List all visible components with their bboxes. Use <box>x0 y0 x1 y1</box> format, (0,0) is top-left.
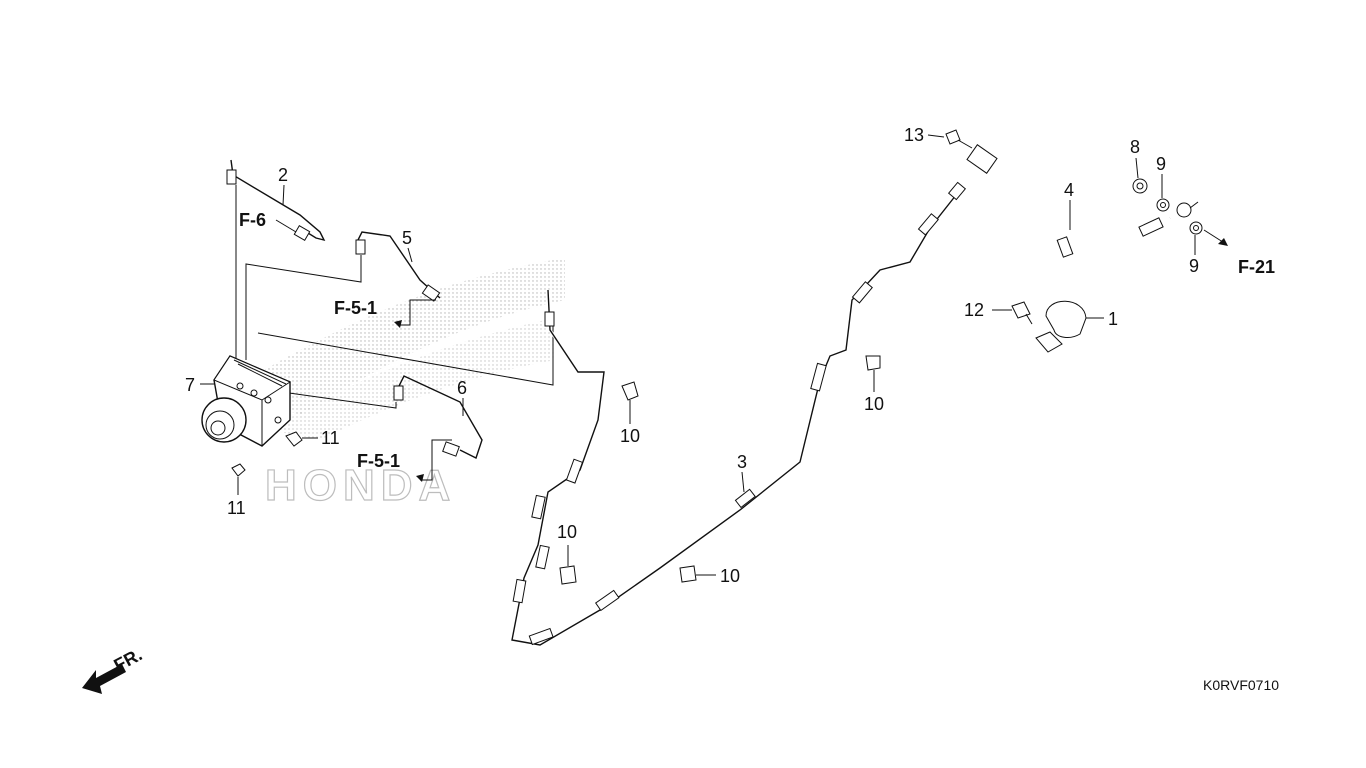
honda-watermark-text: HONDA <box>265 461 456 510</box>
honda-watermark: HONDA <box>230 258 565 511</box>
bolt-13 <box>927 129 973 149</box>
brake-pipe-3 <box>510 181 967 647</box>
part-label-12: 12 <box>964 300 984 320</box>
part-label-1: 1 <box>1108 309 1118 329</box>
part-label-10-b: 10 <box>864 394 884 414</box>
f51-b-leader <box>416 439 452 482</box>
brake-pipe-5 <box>245 231 441 360</box>
part-label-3: 3 <box>737 452 747 472</box>
part-label-8: 8 <box>1130 137 1140 157</box>
part-label-11-a: 11 <box>321 428 340 448</box>
bolt-12 <box>992 301 1033 325</box>
bolt-8 <box>1132 157 1148 194</box>
bolt-11-a <box>285 431 318 447</box>
front-direction-arrow: FR. <box>82 644 145 694</box>
banjo-fitting <box>1176 201 1199 218</box>
ref-label-f51-a: F-5-1 <box>334 298 377 318</box>
ref-label-f21: F-21 <box>1238 257 1275 277</box>
clip-10-c <box>559 545 577 585</box>
part-label-10-a: 10 <box>620 426 640 446</box>
brake-hose-4 <box>966 144 1171 258</box>
abs-modulator-unit <box>201 355 292 447</box>
washer-9-a <box>1156 174 1170 212</box>
part-label-2: 2 <box>278 165 288 185</box>
part-label-5: 5 <box>402 228 412 248</box>
f51-a-leader <box>394 299 436 328</box>
ref-label-f6: F-6 <box>239 210 266 230</box>
part-label-9-a: 9 <box>1156 154 1166 174</box>
part-label-6: 6 <box>457 378 467 398</box>
f6-leader <box>275 219 297 233</box>
part-label-4: 4 <box>1064 180 1074 200</box>
brake-pipe-6 <box>281 375 483 459</box>
part-label-9-b: 9 <box>1189 256 1199 276</box>
part-label-13: 13 <box>904 125 924 145</box>
bolt-11-b <box>231 463 246 495</box>
clamp-1 <box>1035 300 1104 353</box>
part-label-10-c: 10 <box>557 522 577 542</box>
clip-10-a <box>621 381 639 424</box>
clip-10-d <box>679 565 716 583</box>
diagram-code: K0RVF0710 <box>1203 677 1279 693</box>
brake-pipe-2 <box>226 159 326 360</box>
abs-leader-line <box>257 326 554 386</box>
ref-label-f51-b: F-5-1 <box>357 451 400 471</box>
washer-9-b <box>1189 221 1203 255</box>
clip-10-b <box>865 355 881 392</box>
part-label-7: 7 <box>185 375 195 395</box>
f21-arrow <box>1203 229 1228 246</box>
part-label-11-b: 11 <box>227 498 246 518</box>
part-label-10-d: 10 <box>720 566 740 586</box>
